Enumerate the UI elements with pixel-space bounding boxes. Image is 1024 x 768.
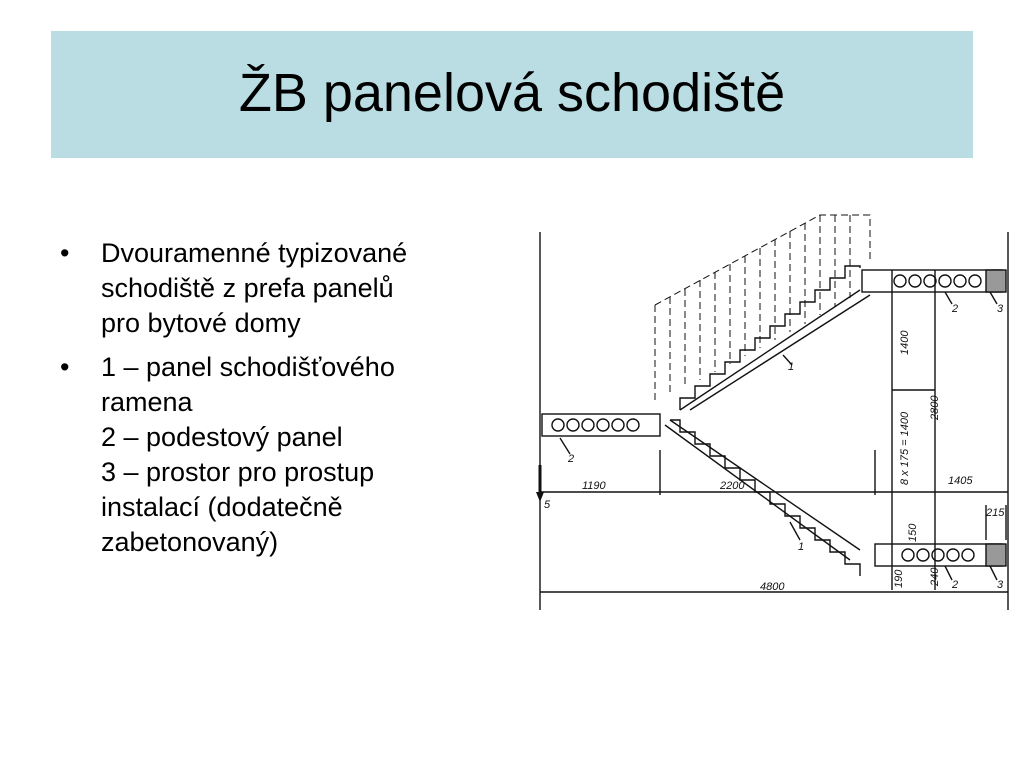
left-landing-voids — [551, 418, 640, 432]
bullet-text-line: 3 – prostor pro prostup — [101, 457, 375, 487]
dim-215: 215 — [985, 507, 1005, 519]
bullet-item: • 1 – panel schodišťového ramena 2 – pod… — [60, 350, 510, 560]
leader-shaft-upper — [989, 291, 998, 305]
dim-240: 240 — [929, 567, 941, 587]
upper-flight-dashed — [654, 214, 871, 400]
dim-190: 190 — [893, 569, 905, 588]
bullet-item: • Dvouramenné typizované schodiště z pre… — [60, 236, 510, 341]
upper-shaft-fill — [985, 269, 1007, 293]
leader-landing-upper — [944, 291, 953, 305]
label-panel-lower: 1 — [798, 541, 804, 553]
dim-1400: 1400 — [899, 330, 911, 355]
bullet-marker: • — [60, 352, 70, 382]
dim-1190: 1190 — [582, 480, 607, 492]
dim-4800: 4800 — [760, 581, 785, 593]
lower-shaft-fill — [985, 543, 1007, 567]
bullet-marker: • — [60, 238, 70, 268]
lower-flight-soffit — [669, 419, 861, 551]
title-band: ŽB panelová schodiště — [51, 31, 973, 158]
lower-landing-panel — [874, 543, 1003, 567]
bullet-text-line: 1 – panel schodišťového — [101, 352, 395, 382]
dim-8x175: 8 x 175 = 1400 — [899, 411, 911, 485]
bullet-text-line: schodiště z prefa panelů — [101, 273, 394, 303]
label-landing-left: 2 — [567, 453, 574, 465]
dim-2200: 2200 — [719, 480, 745, 492]
leader-shaft-lower — [989, 565, 998, 581]
dim-1405: 1405 — [948, 475, 973, 487]
dim-2800: 2800 — [929, 395, 941, 421]
upper-flight-steps — [679, 265, 861, 410]
leader-landing-left — [559, 437, 571, 455]
upper-flight-underside — [689, 294, 871, 411]
bullet-text-line: instalací (dodatečně — [101, 492, 343, 522]
leader-landing-lower — [944, 565, 953, 581]
bullet-text-line: pro bytové domy — [101, 308, 301, 338]
bullet-list: • Dvouramenné typizované schodiště z pre… — [60, 236, 510, 569]
label-panel-upper: 1 — [788, 361, 794, 373]
bullet-text-line: zabetonovaný) — [101, 527, 279, 557]
staircase-section-drawing: 1190 2200 1405 4800 215 1400 2800 8 x 17… — [536, 214, 1009, 610]
bullet-text-line: Dvouramenné typizované — [101, 238, 408, 268]
upper-flight-soffit — [679, 289, 861, 411]
left-landing-panel — [541, 413, 661, 437]
upper-landing-voids — [893, 274, 982, 288]
leader-panel-lower — [789, 521, 801, 541]
bullet-text-line: ramena — [101, 387, 193, 417]
label-shaft-upper: 3 — [997, 303, 1004, 315]
level-arrow-icon — [536, 492, 544, 502]
lower-landing-voids — [901, 548, 975, 562]
slide-title: ŽB panelová schodiště — [238, 63, 786, 123]
label-shaft-lower: 3 — [997, 579, 1004, 591]
leader-panel-upper — [782, 354, 793, 366]
label-landing-upper: 2 — [951, 303, 958, 315]
label-level-mark: 5 — [544, 499, 551, 511]
label-landing-lower: 2 — [951, 579, 958, 591]
dim-150: 150 — [907, 523, 919, 542]
bullet-text-line: 2 – podestový panel — [101, 422, 343, 452]
